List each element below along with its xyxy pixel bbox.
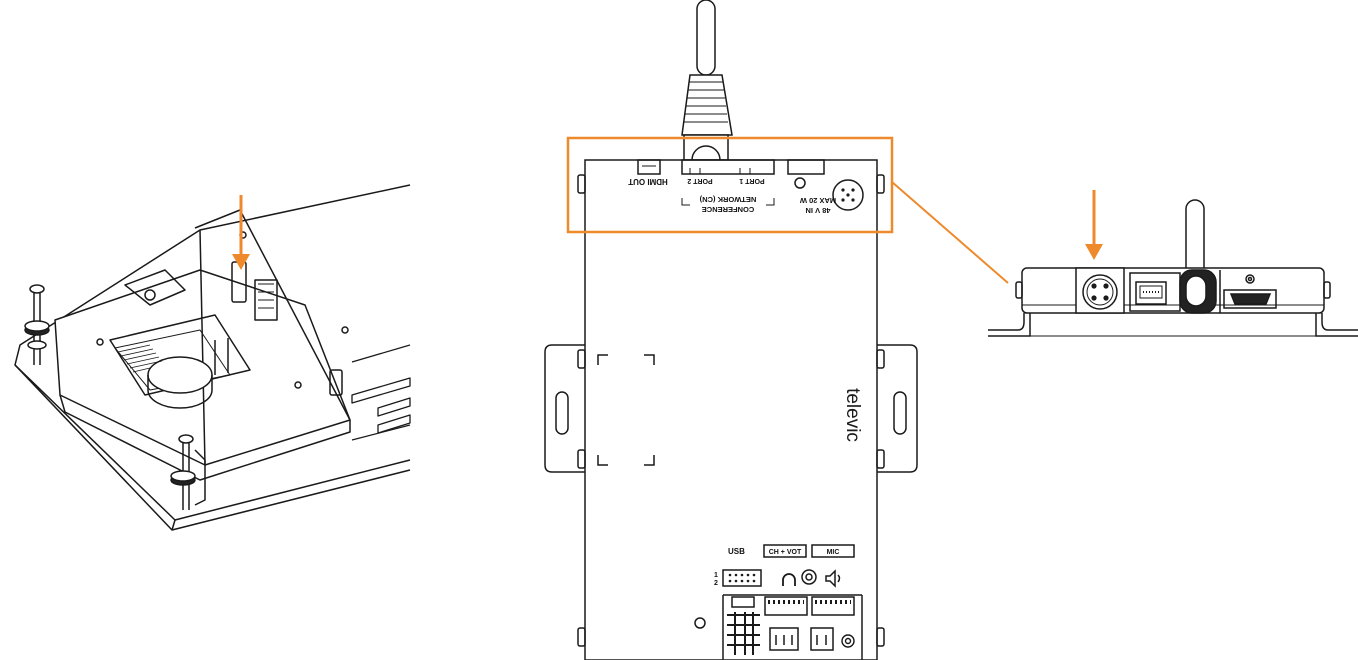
highlight-frame <box>566 136 894 234</box>
arrow-down-icon <box>1085 190 1103 260</box>
usb-row1-label: 1 <box>714 572 718 579</box>
perspective-view <box>14 184 411 531</box>
mic-label: MIC <box>827 549 840 556</box>
gear-icon <box>841 634 855 648</box>
max-power-label: MAX 20 W <box>799 196 836 205</box>
voltage-label: 48 V IN <box>805 206 830 215</box>
port2-label: PORT 2 <box>687 177 712 184</box>
brand-logo: televic <box>842 388 863 442</box>
conference-label: CONFERENCE <box>702 205 755 214</box>
usb-label: USB <box>728 547 745 556</box>
usb-row2-label: 2 <box>714 580 718 587</box>
network-label: NETWORK (CN) <box>699 195 756 204</box>
headphone-icon <box>782 573 796 586</box>
arrow-down-icon <box>232 195 250 270</box>
hdmi-out-label: HDMI OUT <box>628 177 668 186</box>
leader-line <box>891 181 1009 284</box>
speaker-icon <box>825 569 841 588</box>
ch-vot-label: CH + VOT <box>769 549 802 556</box>
port1-label: PORT 1 <box>739 177 764 184</box>
top-view <box>544 0 918 660</box>
edge-detail-view <box>988 199 1358 337</box>
